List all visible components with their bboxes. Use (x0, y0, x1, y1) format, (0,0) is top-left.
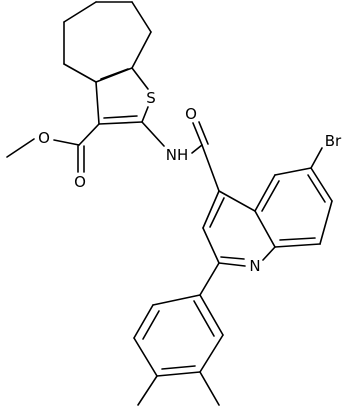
bond (319, 200, 333, 245)
bond (192, 122, 203, 146)
bond (199, 334, 224, 373)
bond (199, 294, 224, 336)
bond (307, 174, 326, 203)
bond (100, 68, 129, 80)
bond (133, 304, 154, 339)
atom-label-quinoline-nitrogen: N (249, 257, 260, 275)
atom-label-oxygen-amide: O (185, 105, 197, 123)
bond (202, 227, 220, 264)
bond (218, 190, 256, 212)
bond (274, 243, 321, 248)
bond-layer (6, 1, 333, 406)
bond (198, 121, 209, 145)
bond (152, 294, 201, 306)
bond (131, 31, 152, 69)
bond (141, 121, 165, 147)
bond (103, 115, 138, 119)
bond (78, 123, 100, 146)
bond (261, 180, 280, 212)
atom-label-sulfur: S (146, 89, 156, 107)
bond (133, 337, 158, 377)
atom-label-bromine: Br (325, 132, 342, 150)
bond (262, 246, 276, 261)
bond (141, 106, 149, 123)
bond (199, 371, 220, 406)
atom-label-layer: S O O O NH N Br (38, 89, 342, 275)
bond (156, 371, 201, 377)
bond (274, 167, 312, 176)
bond (95, 81, 100, 125)
bond (279, 237, 316, 241)
bond (193, 300, 215, 337)
bond (220, 256, 245, 260)
bond (161, 365, 196, 370)
bond (254, 210, 276, 248)
bond (53, 139, 80, 146)
bond (201, 144, 220, 192)
bond (63, 1, 97, 23)
atom-label-oxygen-ether: O (38, 129, 50, 147)
bond (63, 63, 97, 83)
atom-label-amide-nh: NH (166, 146, 189, 164)
bond (199, 262, 220, 296)
bond (191, 144, 203, 154)
bond (202, 190, 220, 229)
bond (310, 147, 323, 169)
bond (218, 262, 246, 267)
atom-label-oxygen-carbonyl: O (74, 173, 86, 191)
bond (137, 375, 158, 406)
bond (6, 138, 35, 158)
bond (209, 197, 225, 228)
bond (98, 121, 143, 125)
bond (254, 174, 276, 212)
bond (131, 67, 149, 90)
bond (131, 1, 152, 33)
bond (310, 167, 333, 202)
bond (142, 310, 160, 340)
